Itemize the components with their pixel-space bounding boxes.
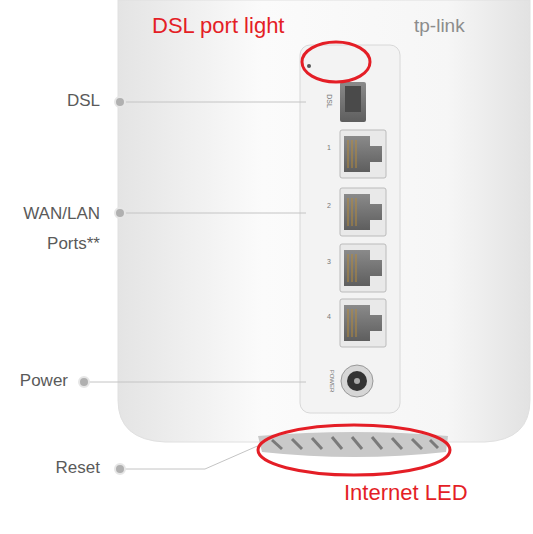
part-label: WAN/LAN Ports**: [18, 199, 100, 259]
dsl-port: [340, 82, 366, 122]
port-contacts: [348, 140, 356, 337]
port-number: 1: [327, 144, 331, 152]
lan-ports: [340, 130, 386, 347]
port-number: 3: [327, 258, 331, 266]
dsl-port-light: [307, 64, 311, 68]
power-jack-hole: [347, 371, 367, 391]
callout-text: DSL port light: [152, 13, 284, 39]
port-number: 2: [327, 202, 331, 210]
part-label: Reset: [0, 458, 100, 478]
device-body: [118, 0, 530, 442]
vent-slots: [272, 437, 438, 449]
highlight-ellipse: [258, 425, 450, 475]
dsl-port-socket: [345, 86, 361, 112]
port-number: 4: [327, 313, 331, 321]
part-label: DSL: [0, 91, 100, 111]
power-jack: [341, 365, 373, 397]
highlight-ellipse: [302, 42, 370, 82]
brand-logo: tp-link: [414, 15, 465, 38]
leader-dots: [79, 97, 125, 474]
leader-lines: [89, 102, 306, 469]
part-label: Power: [0, 371, 68, 391]
port-marking: POWER: [327, 370, 334, 393]
vent-band: [258, 432, 448, 457]
power-jack-pin: [354, 378, 360, 384]
port-marking: DSL: [325, 94, 333, 108]
callout-text: Internet LED: [344, 480, 468, 506]
port-panel: [300, 45, 400, 413]
